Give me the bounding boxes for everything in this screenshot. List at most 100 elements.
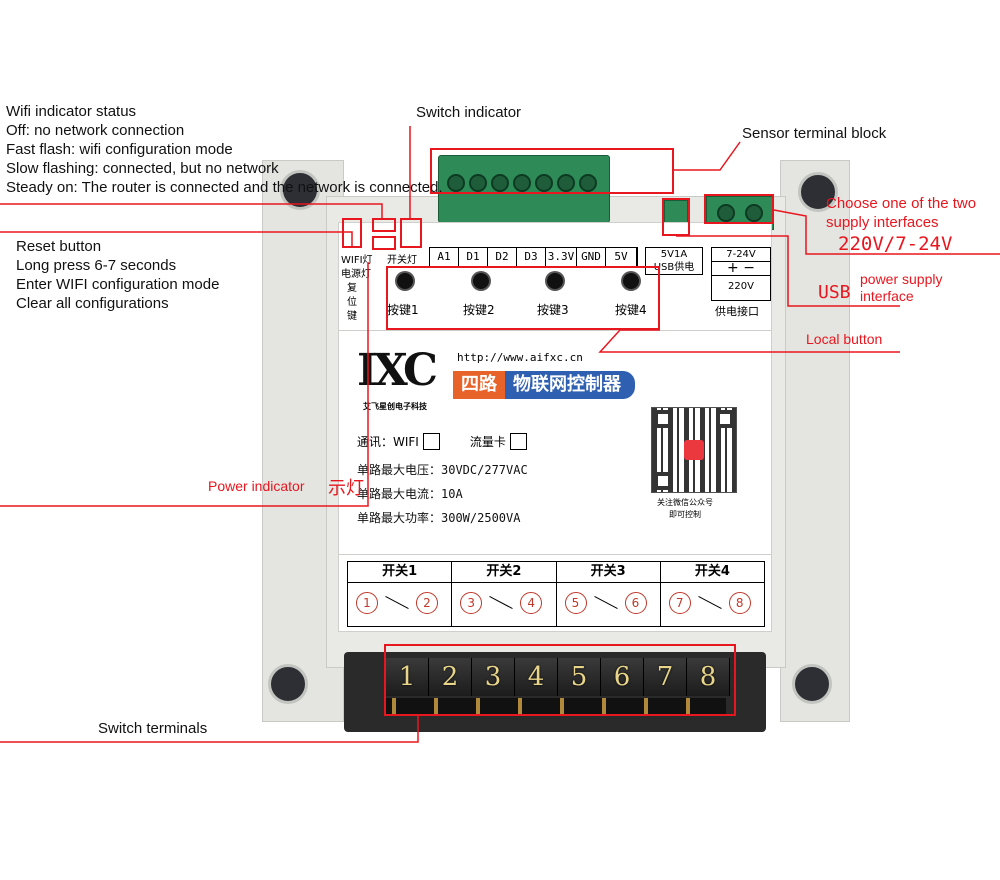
wifi-status-off: Off: no network connection — [6, 122, 185, 139]
dc-input-label: 7-24V + − 220V — [711, 247, 771, 301]
reset-clear: Clear all configurations — [16, 295, 169, 312]
callout-box-switch-led — [400, 218, 422, 248]
node-1: 1 — [356, 592, 378, 614]
info-panel: IXC 艾飞星创电子科技 http://www.aifxc.cn 四路 物联网控… — [338, 330, 772, 558]
pin-d3: D3 — [516, 248, 545, 266]
terminal-2: 2 — [429, 658, 472, 696]
screw-icon — [513, 174, 531, 192]
callout-box-sensor-block — [430, 148, 674, 194]
pin-header: A1 D1 D2 D3 3.3V GND 5V — [429, 247, 638, 267]
power-supply-line1: power supply — [860, 271, 943, 287]
qr-finder-icon — [654, 410, 672, 428]
line-wifi — [0, 203, 383, 218]
website-url: http://www.aifxc.cn — [457, 351, 583, 364]
switch-group-4: 开关4 7 8 — [660, 562, 764, 626]
terminal-5: 5 — [558, 658, 601, 696]
node-7: 7 — [668, 592, 691, 614]
choose-supply-line2: supply interfaces — [826, 214, 939, 231]
pin-5v: 5V — [605, 248, 637, 266]
qr-center-logo-icon — [684, 440, 704, 460]
pin-gnd: GND — [576, 248, 605, 266]
callout-box-power-terminal — [704, 194, 774, 224]
sensor-block-label: Sensor terminal block — [742, 125, 887, 142]
usb-label: USB — [818, 282, 851, 303]
brand-logo: IXC — [357, 345, 438, 396]
pin-a1: A1 — [429, 248, 458, 266]
local-button-2[interactable] — [473, 273, 489, 289]
reset-label-1: 复 — [347, 283, 357, 294]
line-reset — [0, 231, 353, 248]
node-2: 2 — [416, 592, 438, 614]
local-button-3[interactable] — [547, 273, 563, 289]
qr-finder-icon — [654, 472, 672, 490]
line-usb — [676, 235, 900, 307]
callout-box-local-buttons — [386, 266, 660, 330]
button-label-2: 按键2 — [463, 303, 495, 317]
node-3: 3 — [460, 592, 483, 614]
line-sensor — [674, 141, 741, 171]
terminal-4: 4 — [515, 658, 558, 696]
top-label-panel: WIFI灯 电源灯 复 位 键 开关灯 A1 D1 D2 D3 3.3V GND… — [338, 222, 772, 334]
qr-code — [651, 407, 737, 493]
title-bar: 四路 物联网控制器 — [453, 371, 635, 399]
power-led-label: 电源灯 — [341, 269, 371, 280]
usb-power-text: USB供电 — [653, 262, 695, 273]
terminal-wire-slots — [386, 698, 726, 714]
power-indicator-label: Power indicator — [208, 478, 305, 494]
terminal-8: 8 — [687, 658, 730, 696]
callout-box-reset — [372, 236, 396, 250]
brand-subtitle: 艾飞星创电子科技 — [363, 402, 427, 411]
line-terminals — [0, 716, 419, 743]
callout-box-power-led — [372, 218, 396, 232]
local-button-1[interactable] — [397, 273, 413, 289]
wifi-status-steady: Steady on: The router is connected and t… — [6, 179, 443, 196]
switch-label-1: 开关1 — [348, 562, 452, 583]
polarity-marks: + − — [712, 261, 770, 276]
sim-label: 流量卡 — [469, 435, 506, 449]
switch-terminal-strip: 1 2 3 4 5 6 7 8 — [386, 658, 730, 696]
local-button-4[interactable] — [623, 273, 639, 289]
screw-icon — [535, 174, 553, 192]
sensor-terminal-block — [438, 155, 610, 223]
line-power — [0, 262, 369, 507]
switch-indicator-label: Switch indicator — [416, 104, 522, 121]
terminal-3: 3 — [472, 658, 515, 696]
pin-d1: D1 — [458, 248, 487, 266]
line-supply — [773, 209, 1000, 255]
button-label-3: 按键3 — [537, 303, 569, 317]
reset-title: Reset button — [16, 238, 102, 255]
terminal-6: 6 — [601, 658, 644, 696]
node-6: 6 — [624, 592, 647, 614]
callout-box-usb — [662, 198, 690, 236]
local-button-label: Local button — [806, 331, 883, 347]
switch-light-label: 开关灯 — [387, 255, 417, 266]
switch-label-3: 开关3 — [556, 562, 660, 583]
screw-icon — [491, 174, 509, 192]
mount-hole-top-right — [798, 172, 838, 212]
pin-d2: D2 — [487, 248, 516, 266]
switch-group-1: 开关1 1 2 — [348, 562, 453, 626]
supply-voltages: 220V/7-24V — [838, 233, 953, 255]
button-label-4: 按键4 — [615, 303, 647, 317]
title-orange: 四路 — [453, 371, 505, 399]
title-blue: 物联网控制器 — [505, 371, 635, 399]
power-supply-line2: interface — [860, 288, 914, 304]
wifi-status-title: Wifi indicator status — [6, 103, 137, 120]
usb-power-rating: 5V1A — [660, 249, 688, 260]
spec-power: 单路最大功率：300W/2500VA — [357, 511, 521, 525]
terminal-1: 1 — [386, 658, 429, 696]
button-label-1: 按键1 — [387, 303, 419, 317]
reset-label-2: 位 — [347, 297, 357, 308]
power-port-label: 供电接口 — [715, 305, 759, 318]
switch-label-2: 开关2 — [452, 562, 556, 583]
switch-group-3: 开关3 5 6 — [556, 562, 661, 626]
voltage-range: 7-24V — [712, 248, 770, 262]
mount-hole-bottom-right — [792, 664, 832, 704]
switch-grid: 开关1 1 2 开关2 3 4 开关3 5 6 开关4 7 8 — [347, 561, 765, 627]
switch-group-2: 开关2 3 4 — [452, 562, 557, 626]
screw-icon — [579, 174, 597, 192]
screw-icon — [717, 204, 735, 222]
choose-supply-line1: Choose one of the two — [826, 195, 977, 212]
screw-icon — [469, 174, 487, 192]
